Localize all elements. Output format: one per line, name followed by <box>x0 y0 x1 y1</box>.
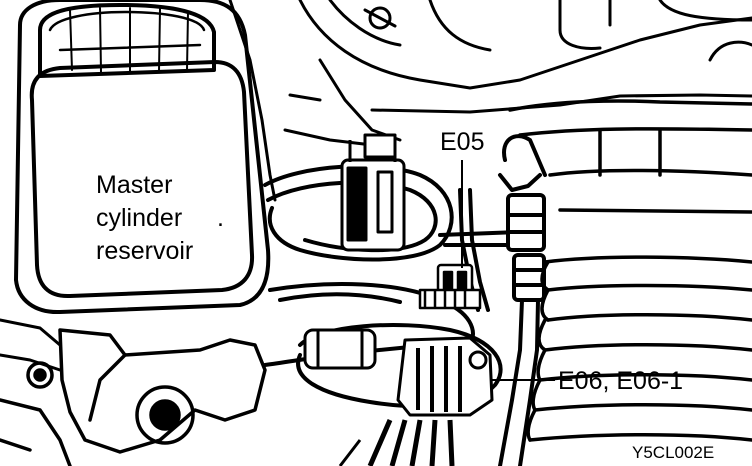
leader-lines <box>461 160 555 381</box>
figure-code: Y5CL002E <box>632 443 714 462</box>
label-reservoir-dot: . <box>217 204 224 232</box>
label-reservoir-line1: Master <box>96 171 172 199</box>
label-e05: E05 <box>440 128 484 156</box>
harness-sleeve <box>303 328 377 370</box>
label-e06: E06, E06-1 <box>558 367 683 395</box>
lower-mount <box>0 328 267 466</box>
label-reservoir-line3: reservoir <box>96 237 193 265</box>
label-reservoir-line2: cylinder <box>96 204 182 232</box>
upper-connector-block <box>340 133 406 252</box>
connector-e05 <box>418 263 482 310</box>
connector-e06 <box>338 336 494 466</box>
air-duct <box>508 99 752 442</box>
brake-line-fitting <box>498 134 547 466</box>
